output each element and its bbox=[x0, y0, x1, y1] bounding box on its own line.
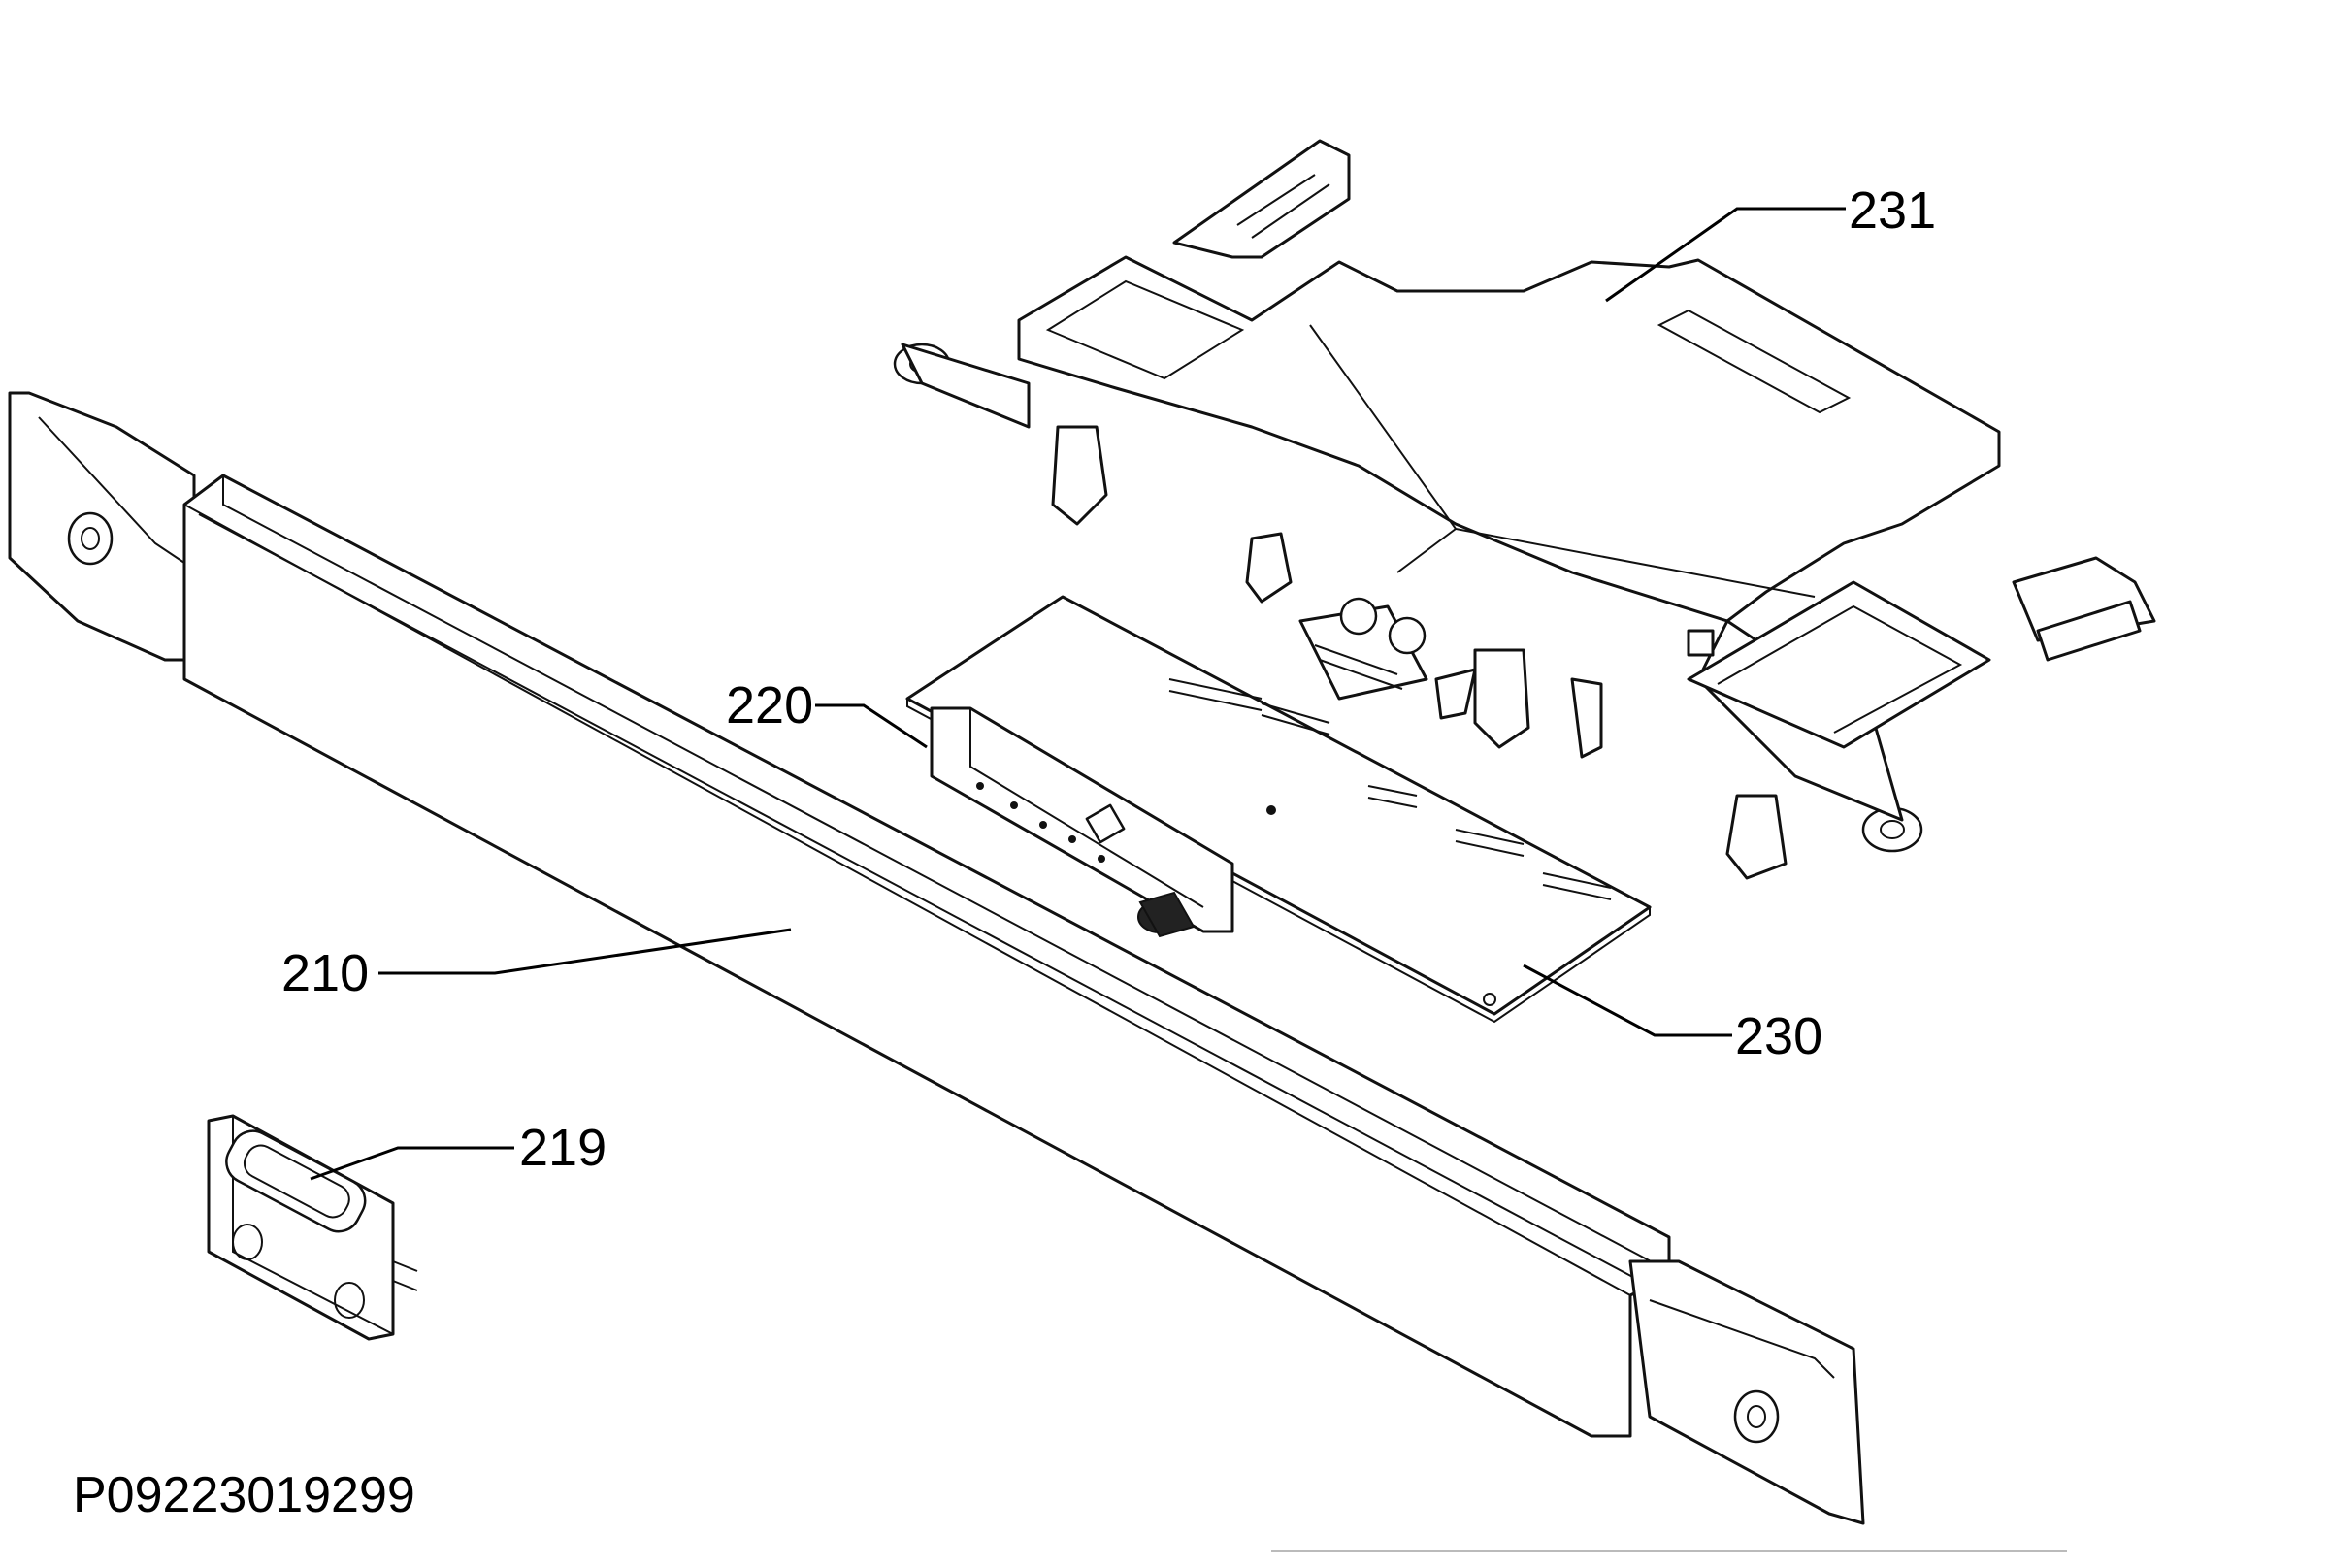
callout-220: 220 bbox=[726, 676, 813, 735]
leader-lines bbox=[310, 207, 1846, 1181]
callout-230: 230 bbox=[1735, 1007, 1822, 1065]
part-220-front-pcb bbox=[930, 706, 1234, 938]
part-code-label: P09223019299 bbox=[73, 1467, 415, 1523]
part-230-pcb bbox=[905, 595, 1652, 1024]
callout-231: 231 bbox=[1849, 181, 1936, 240]
part-219-connector bbox=[207, 1114, 418, 1341]
part-210-front-bar bbox=[8, 391, 1865, 1525]
callout-210: 210 bbox=[281, 944, 369, 1002]
part-231-housing bbox=[893, 139, 2156, 880]
callout-219: 219 bbox=[519, 1119, 607, 1177]
